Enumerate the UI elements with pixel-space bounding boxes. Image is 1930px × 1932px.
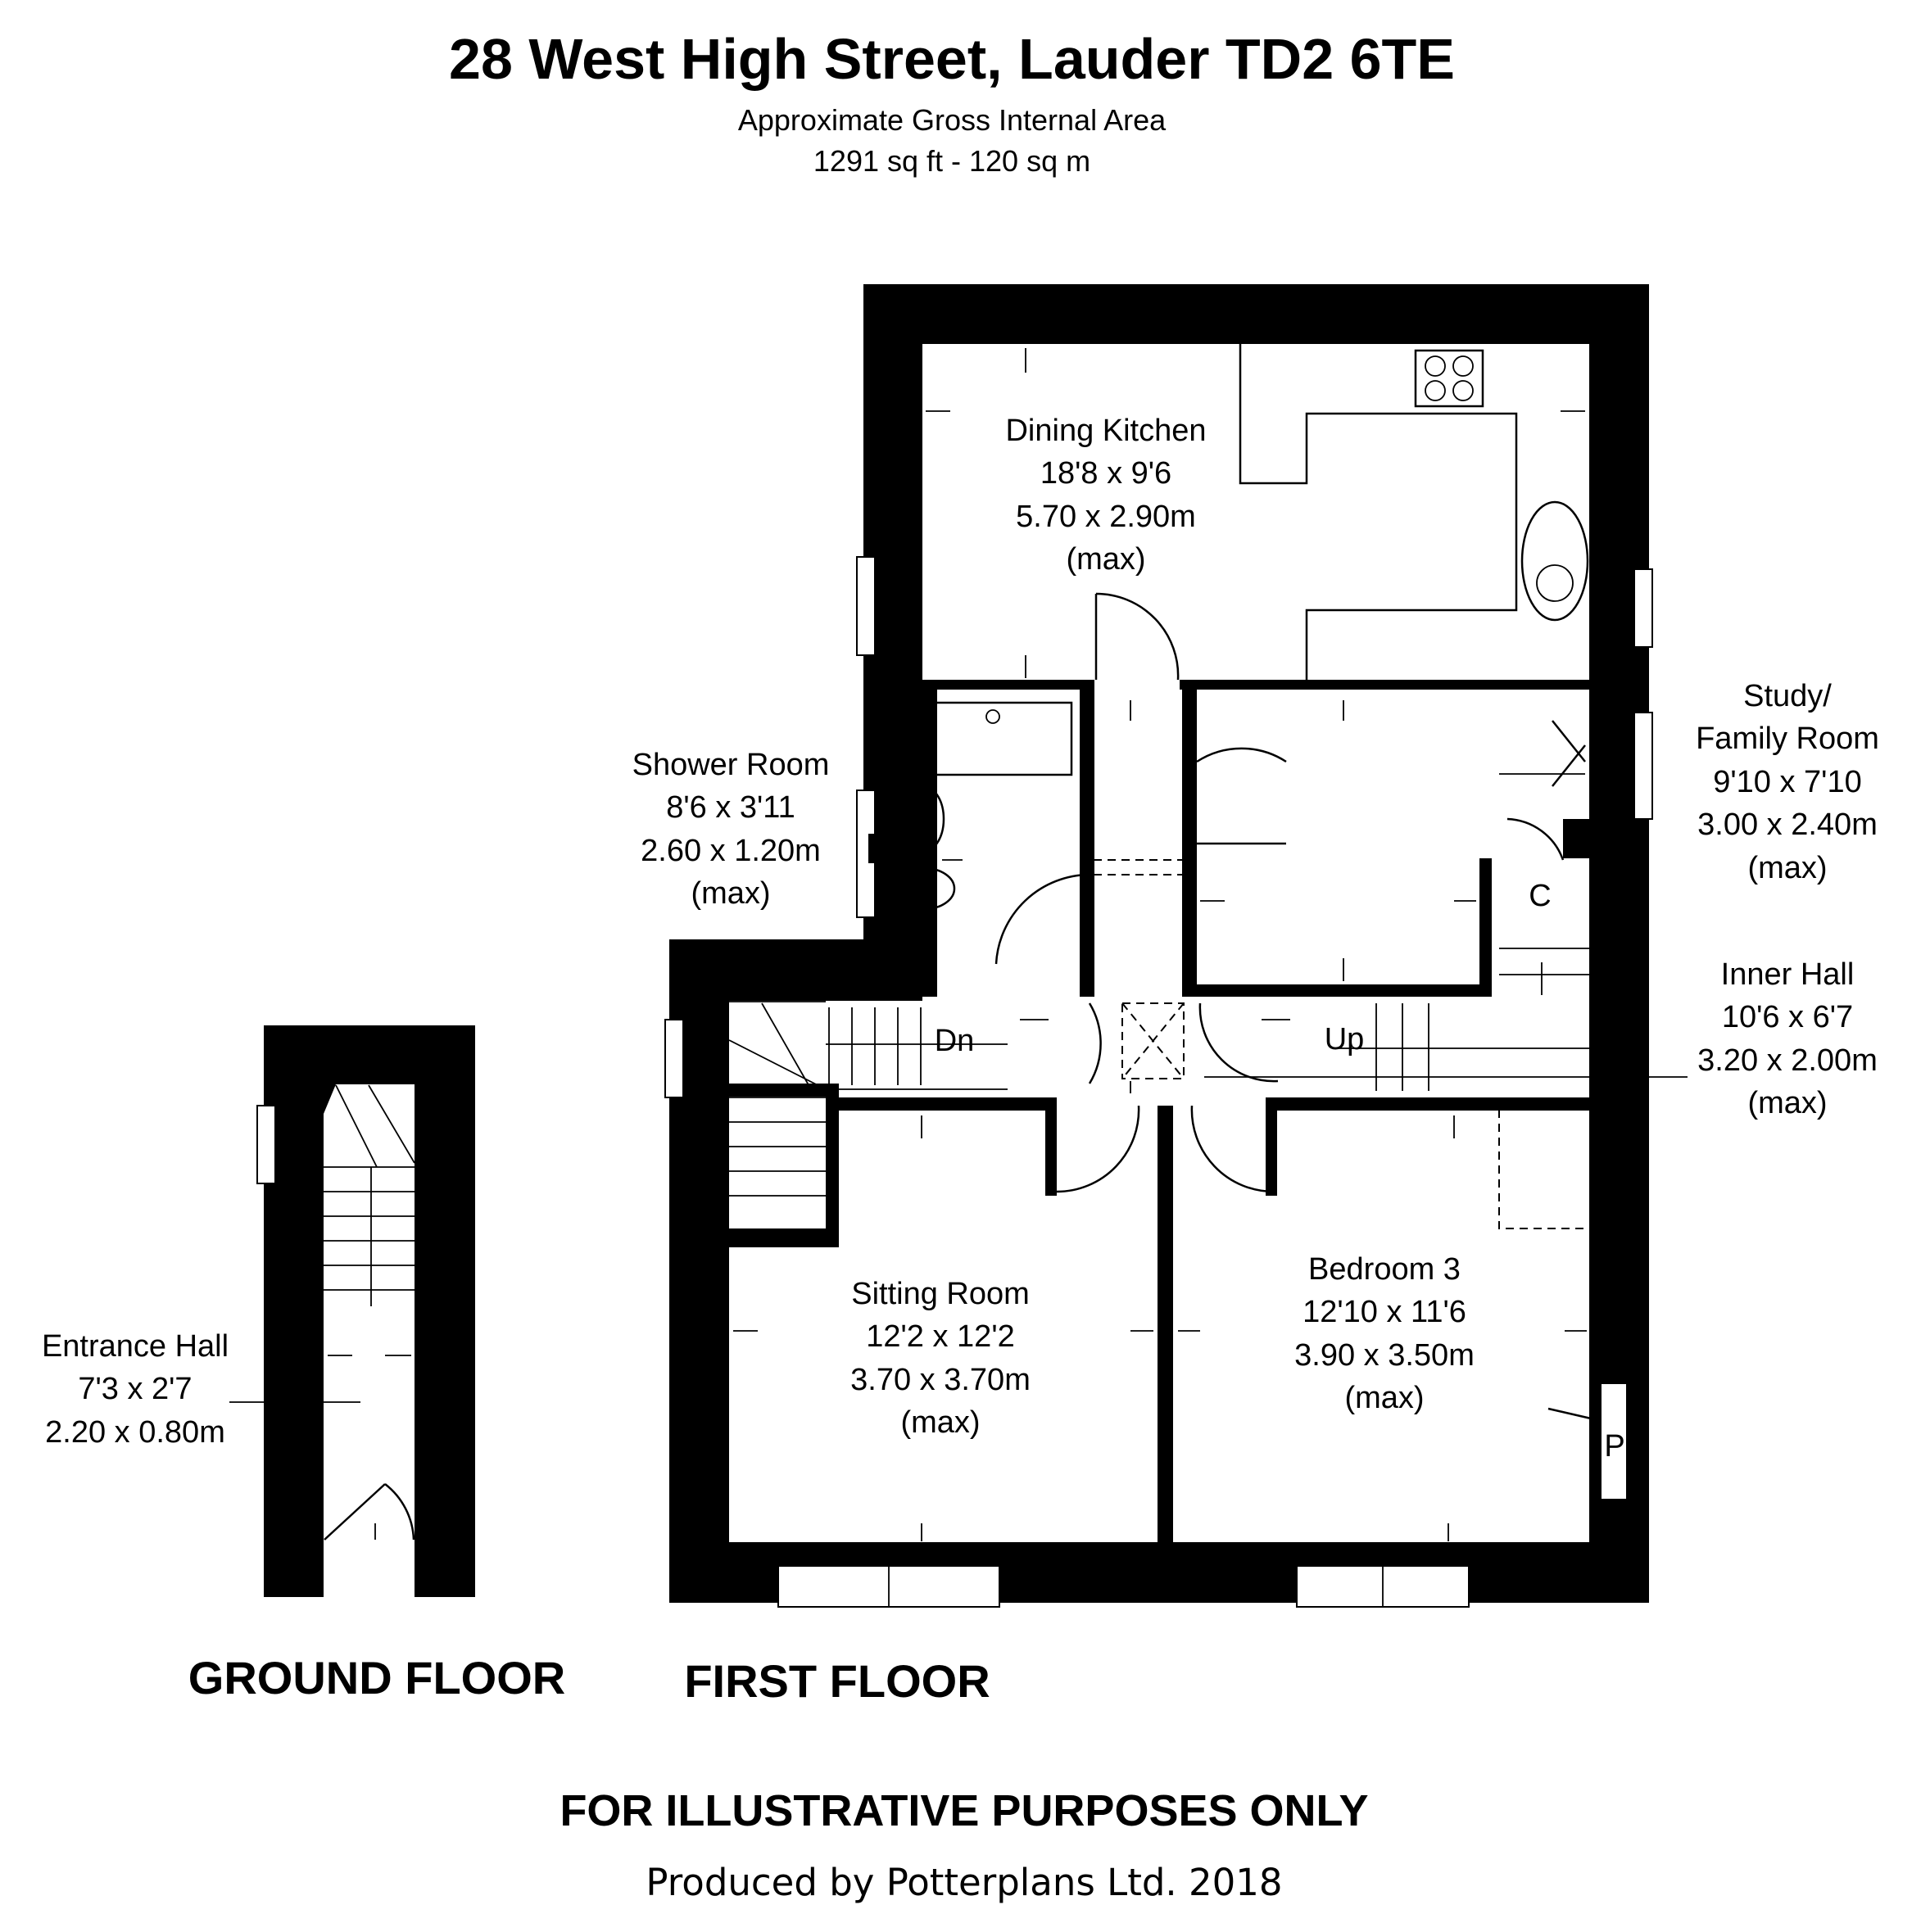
ground-floor-label: GROUND FLOOR: [188, 1652, 566, 1704]
room-name-2: Family Room: [1696, 722, 1879, 757]
ground-floor-plan: [229, 1025, 475, 1597]
stairs-down-label: Dn: [934, 1024, 975, 1058]
room-dims-imperial: 18'8 x 9'6: [1040, 456, 1172, 491]
room-dims-imperial: 9'10 x 7'10: [1713, 764, 1862, 799]
window: [1633, 568, 1653, 648]
room-note: (max): [1747, 850, 1828, 885]
producer-credit: Produced by Potterplans Ltd. 2018: [646, 1861, 1283, 1904]
page-title: 28 West High Street, Lauder TD2 6TE: [449, 27, 1455, 91]
room-label-study: Study/ Family Room 9'10 x 7'10 3.00 x 2.…: [1696, 675, 1879, 889]
room-name: Bedroom 3: [1308, 1252, 1461, 1287]
room-label-sitting-room: Sitting Room 12'2 x 12'2 3.70 x 3.70m (m…: [850, 1273, 1031, 1445]
first-floor-label: FIRST FLOOR: [684, 1655, 990, 1707]
room-dims-metric: 3.20 x 2.00m: [1697, 1043, 1878, 1078]
room-name: Dining Kitchen: [1005, 414, 1207, 448]
stairs-up: [1204, 948, 1688, 1091]
room-label-shower-room: Shower Room 8'6 x 3'11 2.60 x 1.20m (max…: [632, 744, 830, 916]
room-dims-imperial: 8'6 x 3'11: [666, 790, 795, 826]
room-note: (max): [1747, 1086, 1828, 1121]
first-floor-plan: [664, 284, 1688, 1608]
room-note: (max): [1344, 1381, 1425, 1416]
room-label-bedroom-3: Bedroom 3 12'10 x 11'6 3.90 x 3.50m (max…: [1294, 1248, 1475, 1420]
room-label-dining-kitchen: Dining Kitchen 18'8 x 9'6 5.70 x 2.90m (…: [1005, 409, 1206, 581]
window: [856, 556, 876, 656]
room-dims-imperial: 7'3 x 2'7: [78, 1372, 193, 1407]
window: [256, 1105, 276, 1184]
room-dims-metric: 3.90 x 3.50m: [1294, 1337, 1475, 1373]
window: [664, 1019, 684, 1098]
cupboard-marker: C: [1529, 879, 1552, 913]
press-marker: P: [1604, 1429, 1625, 1464]
room-dims-imperial: 12'10 x 11'6: [1303, 1295, 1466, 1330]
room-dims-metric: 2.60 x 1.20m: [641, 833, 821, 868]
room-dims-metric: 5.70 x 2.90m: [1016, 499, 1196, 534]
room-name: Entrance Hall: [41, 1329, 229, 1364]
east-wall: [1589, 284, 1649, 1603]
room-name: Shower Room: [632, 748, 830, 782]
room-dims-imperial: 10'6 x 6'7: [1721, 1000, 1854, 1035]
room-label-inner-hall: Inner Hall 10'6 x 6'7 3.20 x 2.00m (max): [1697, 953, 1878, 1125]
disclaimer: FOR ILLUSTRATIVE PURPOSES ONLY: [560, 1786, 1369, 1835]
window: [1633, 712, 1653, 820]
room-note: (max): [1066, 542, 1146, 577]
room-dims-metric: 3.70 x 3.70m: [850, 1362, 1031, 1397]
room-name: Sitting Room: [851, 1277, 1030, 1311]
room-dims-metric: 3.00 x 2.40m: [1697, 808, 1878, 843]
north-wall: [863, 284, 1649, 344]
room-label-entrance-hall: Entrance Hall 7'3 x 2'7 2.20 x 0.80m: [42, 1325, 229, 1454]
room-note: (max): [691, 876, 771, 912]
stairs-down: [728, 1001, 1008, 1197]
area-value: 1291 sq ft - 120 sq m: [813, 144, 1091, 178]
room-dims-metric: 2.20 x 0.80m: [45, 1414, 225, 1450]
stairs-up-label: Up: [1324, 1022, 1365, 1056]
area-caption: Approximate Gross Internal Area: [737, 103, 1167, 137]
room-name: Study/: [1743, 679, 1832, 713]
room-dims-imperial: 12'2 x 12'2: [866, 1319, 1015, 1355]
room-note: (max): [900, 1405, 981, 1441]
entrance-stairs: [324, 1084, 415, 1306]
room-name: Inner Hall: [1720, 957, 1855, 992]
